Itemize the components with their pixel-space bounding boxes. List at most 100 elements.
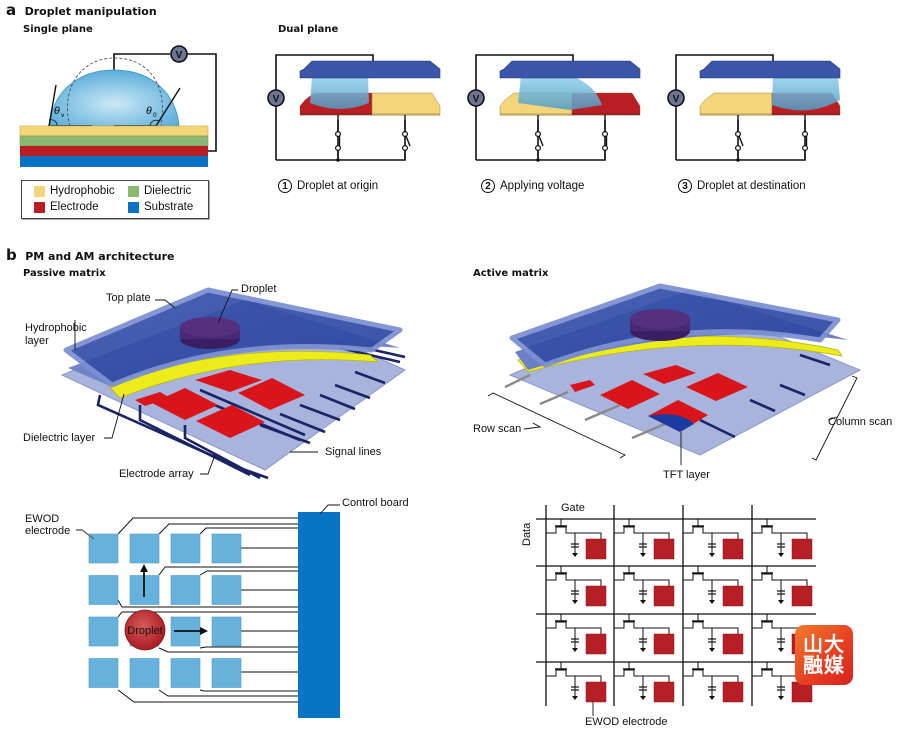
tft-transistor xyxy=(546,621,602,635)
pm-electrodes xyxy=(135,370,305,438)
ewod-pad xyxy=(170,658,201,688)
pixel-cell xyxy=(683,566,744,607)
signal-wire xyxy=(158,523,298,535)
legend-item-hydrophobic: Hydrophobic xyxy=(34,185,115,197)
tft-transistor xyxy=(546,669,602,683)
passive-matrix-title: Passive matrix xyxy=(23,268,106,279)
left-switch-blade xyxy=(538,135,544,147)
ewod-electrode-pad xyxy=(722,538,744,560)
ewod-pad xyxy=(88,658,119,688)
pm-routing-wires xyxy=(117,517,298,703)
pixel-cell xyxy=(683,519,744,560)
label-top-plate: Top plate xyxy=(106,292,151,304)
pixel-cell xyxy=(752,566,813,607)
pixel-cell xyxy=(614,662,675,703)
panel-b-letter: b xyxy=(6,246,17,264)
step-number-3: 3 xyxy=(678,179,692,193)
step-number-2: 2 xyxy=(481,179,495,193)
tft-transistor xyxy=(614,526,670,540)
tft-transistor xyxy=(546,526,602,540)
ewod-electrode-pad xyxy=(653,538,675,560)
leader-control-board xyxy=(319,504,340,515)
signal-wire xyxy=(117,611,298,618)
tft-transistor xyxy=(683,621,739,635)
step-2-caption: 2 Applying voltage xyxy=(481,179,584,193)
signal-wire xyxy=(199,646,298,649)
ground-icon xyxy=(572,648,578,652)
ground-icon xyxy=(778,553,784,557)
tangent-right xyxy=(155,87,181,127)
single-plane-title: Single plane xyxy=(23,24,93,35)
pixel-cell xyxy=(752,519,813,560)
theta-v-label: θ xyxy=(54,105,60,117)
legend-item-substrate: Substrate xyxy=(128,201,193,213)
signal-wire xyxy=(117,689,298,703)
passive-matrix-schematic: Droplet xyxy=(76,504,340,718)
ewod-electrode-pad xyxy=(653,585,675,607)
top-plate xyxy=(499,60,641,79)
signal-wire xyxy=(117,599,298,608)
label-electrode-array: Electrode array xyxy=(119,468,194,480)
top-plate xyxy=(299,60,441,79)
device-3d-illustrations xyxy=(60,283,862,480)
voltmeter-icon xyxy=(667,89,685,107)
pm-signal-lines xyxy=(96,338,406,480)
ground-icon xyxy=(640,648,646,652)
ground-icon xyxy=(709,600,715,604)
ewod-electrode-pad xyxy=(791,681,813,703)
ewod-electrode-pad xyxy=(791,585,813,607)
layer-legend: Hydrophobic Dielectric Electrode Substra… xyxy=(21,180,209,219)
signal-wire xyxy=(158,647,298,653)
ground-icon xyxy=(640,696,646,700)
svg-text:V: V xyxy=(176,50,183,61)
voltmeter-label: V xyxy=(673,94,680,105)
passive-matrix-device xyxy=(60,287,406,480)
label-data: Data xyxy=(521,522,533,546)
voltmeter-label: V xyxy=(473,94,480,105)
ewod-electrode-pad xyxy=(585,633,607,655)
pixel-cell xyxy=(614,614,675,655)
right-switch-blade xyxy=(405,135,411,147)
ground-icon xyxy=(640,600,646,604)
active-matrix-title: Active matrix xyxy=(473,268,549,279)
tft-transistor xyxy=(752,526,808,540)
step-number-1: 1 xyxy=(278,179,292,193)
svg-text:0: 0 xyxy=(153,112,157,119)
ewod-pad xyxy=(211,616,242,647)
initial-contour xyxy=(67,57,163,127)
pm-droplet-label: Droplet xyxy=(127,625,162,637)
dual-plane-step-3: V xyxy=(667,54,841,162)
voltmeter-icon xyxy=(467,89,485,107)
pixel-cell xyxy=(683,614,744,655)
arrow-right-head xyxy=(200,627,208,635)
label-gate: Gate xyxy=(561,502,585,514)
legend-swatch xyxy=(128,201,139,213)
circuit-wire xyxy=(113,53,217,152)
label-signal-lines: Signal lines xyxy=(325,446,382,458)
pixel-cell xyxy=(614,566,675,607)
voltmeter-icon xyxy=(267,89,285,107)
tft-transistor xyxy=(683,526,739,540)
label-column-scan: Column scan xyxy=(828,416,893,428)
label-control-board: Control board xyxy=(342,497,409,509)
droplet-shape xyxy=(49,69,180,127)
left-switch-blade xyxy=(738,135,744,147)
tft-transistor xyxy=(683,573,739,587)
legend-item-dielectric: Dielectric xyxy=(128,185,191,197)
legend-swatch xyxy=(34,185,45,197)
ground-icon xyxy=(778,600,784,604)
ewod-electrode-pad xyxy=(653,681,675,703)
right-electrode xyxy=(371,92,441,116)
ground-icon xyxy=(709,553,715,557)
ewod-electrode-pad xyxy=(585,538,607,560)
tft-transistor xyxy=(614,669,670,683)
signal-wire xyxy=(158,689,298,697)
active-matrix-device xyxy=(487,283,862,465)
label-hydrophobic-1: Hydrophobic xyxy=(25,322,87,334)
leader-ewod xyxy=(76,529,95,540)
pixel-cell xyxy=(546,519,607,560)
label-ewod-1: EWOD xyxy=(25,513,60,525)
voltmeter-icon xyxy=(170,45,188,63)
am-column-lines xyxy=(699,353,831,439)
